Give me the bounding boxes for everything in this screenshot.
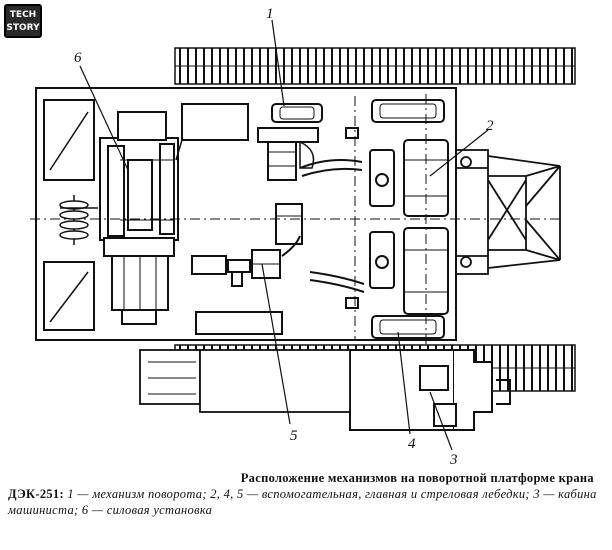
crane-platform-diagram: 1 2 6 5 4 3: [30, 6, 576, 468]
caption-crane-model: ДЭК-251:: [8, 487, 64, 501]
cab-step: [139, 349, 351, 413]
callout-5: 5: [290, 428, 298, 444]
radiator-fan: [59, 195, 98, 245]
counterweight-block-bottom: [43, 261, 95, 331]
counterweight-block-top: [43, 99, 95, 181]
logo-line-1: TECH: [9, 10, 37, 20]
control-box: [195, 311, 283, 335]
power-unit: [99, 103, 249, 241]
caption-title: Расположение механизмов на поворотной пл…: [240, 471, 594, 485]
generator: [103, 237, 175, 325]
swing-mechanism: [257, 103, 323, 181]
caption-body: ДЭК-251: 1 — механизм поворота; 2, 4, 5 …: [8, 486, 604, 518]
boom-foot-frame: [455, 149, 561, 275]
caption-legend: 1 — механизм поворота; 2, 4, 5 — вспомог…: [8, 487, 597, 517]
logo-line-2: STORY: [6, 23, 40, 33]
callout-2: 2: [486, 118, 494, 134]
tech-story-logo: TECH STORY: [4, 4, 42, 38]
callout-1: 1: [266, 6, 274, 22]
callout-6: 6: [74, 50, 82, 66]
boom-winch: [191, 203, 303, 287]
crawler-track-top: [174, 47, 576, 85]
operator-cab: [349, 349, 511, 431]
figure-caption: Расположение механизмов на поворотной пл…: [8, 470, 604, 518]
callout-4: 4: [408, 436, 416, 452]
callout-3: 3: [449, 452, 458, 468]
leader-lines: [79, 19, 489, 451]
